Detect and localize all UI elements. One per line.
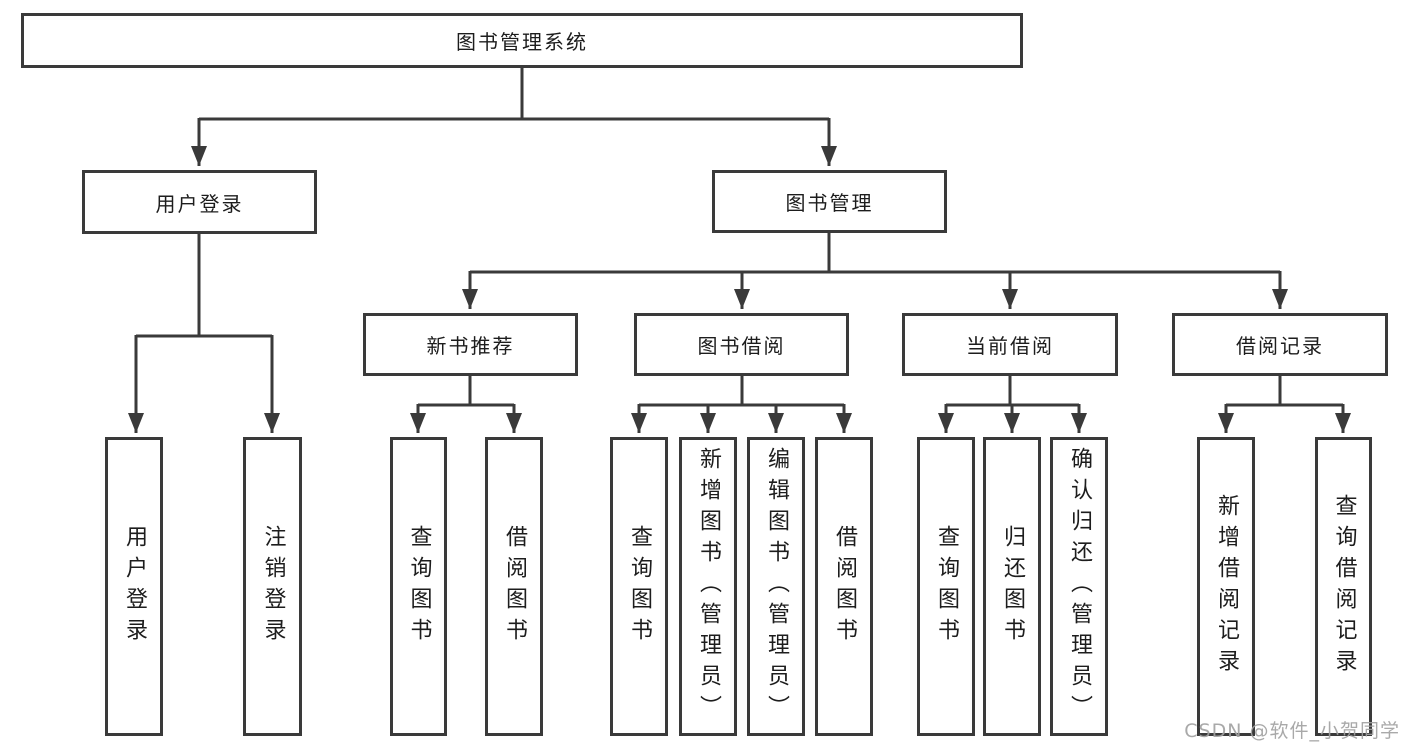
leaf-current-query-books-label: 查询图书: [934, 524, 959, 649]
leaf-recommend-query-books-label: 查询图书: [406, 524, 432, 649]
leaf-user-login: 用户登录: [105, 437, 163, 736]
leaf-borrow-borrow-books: 借阅图书: [815, 437, 873, 736]
leaf-recommend-borrow-books: 借阅图书: [485, 437, 543, 736]
node-current-borrow: 当前借阅: [902, 313, 1118, 376]
leaf-current-confirm-return-admin-label: 确认归还（管理员）: [1067, 447, 1092, 726]
node-borrow-record: 借阅记录: [1172, 313, 1388, 376]
node-root-system: 图书管理系统: [21, 13, 1023, 68]
leaf-record-query-borrow-record: 查询借阅记录: [1315, 437, 1372, 736]
node-book-borrow: 图书借阅: [634, 313, 849, 376]
leaf-logout-label: 注销登录: [260, 524, 286, 649]
leaf-current-return-books: 归还图书: [983, 437, 1041, 736]
leaf-logout: 注销登录: [243, 437, 302, 736]
node-book-management: 图书管理: [712, 170, 947, 233]
leaf-borrow-query-books: 查询图书: [610, 437, 668, 736]
node-borrow-record-label: 借阅记录: [1236, 334, 1324, 358]
node-root-label: 图书管理系统: [456, 30, 588, 54]
leaf-borrow-borrow-books-label: 借阅图书: [832, 524, 857, 649]
leaf-recommend-borrow-books-label: 借阅图书: [502, 524, 527, 649]
leaf-record-add-borrow-record: 新增借阅记录: [1197, 437, 1255, 736]
leaf-current-query-books: 查询图书: [917, 437, 975, 736]
leaf-current-confirm-return-admin: 确认归还（管理员）: [1050, 437, 1108, 736]
leaf-borrow-query-books-label: 查询图书: [627, 524, 652, 649]
leaf-borrow-edit-books-admin: 编辑图书（管理员）: [747, 437, 805, 736]
csdn-watermark: CSDN @软件_小贺同学: [1184, 720, 1400, 742]
node-user-login-label: 用户登录: [155, 191, 244, 216]
leaf-borrow-add-books-admin: 新增图书（管理员）: [679, 437, 737, 736]
node-user-login-branch: 用户登录: [82, 170, 317, 234]
leaf-record-query-borrow-record-label: 查询借阅记录: [1331, 493, 1357, 680]
node-new-book-recommend-label: 新书推荐: [426, 334, 515, 358]
leaf-current-return-books-label: 归还图书: [1000, 524, 1025, 649]
leaf-recommend-query-books: 查询图书: [390, 437, 447, 736]
leaf-borrow-add-books-admin-label: 新增图书（管理员）: [696, 447, 721, 726]
node-book-borrow-label: 图书借阅: [697, 334, 786, 358]
node-new-book-recommend: 新书推荐: [363, 313, 578, 376]
leaf-record-add-borrow-record-label: 新增借阅记录: [1214, 493, 1239, 680]
leaf-borrow-edit-books-admin-label: 编辑图书（管理员）: [764, 447, 789, 726]
node-current-borrow-label: 当前借阅: [966, 334, 1054, 358]
leaf-user-login-label: 用户登录: [122, 524, 147, 649]
node-book-management-label: 图书管理: [785, 191, 874, 215]
